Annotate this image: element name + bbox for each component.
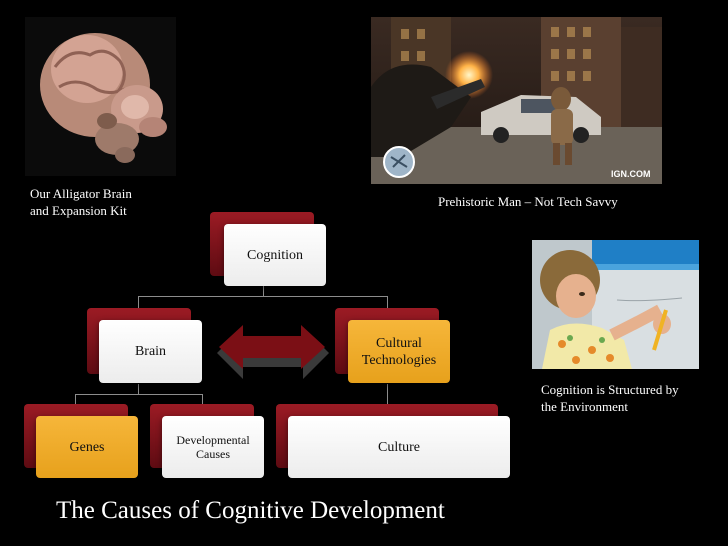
connector-level2-horizontal (75, 394, 203, 395)
genes-box: Genes (36, 416, 138, 478)
cognition-box: Cognition (224, 224, 326, 286)
connector-cognition-down (263, 278, 264, 296)
child-caption-line-1: Cognition is Structured by (541, 382, 679, 397)
connector-to-brain (138, 296, 139, 308)
culture-label: Culture (378, 439, 420, 455)
child-drawing-illustration (532, 240, 699, 369)
brain-label: Brain (134, 344, 167, 359)
connector-brain-down (138, 384, 139, 394)
developmental-label-line-1: Developmental (176, 433, 250, 447)
connector-to-developmental (202, 394, 203, 404)
child-photo (532, 240, 699, 369)
developmental-label-line-2: Causes (196, 447, 230, 461)
child-caption-line-2: the Environment (541, 399, 629, 414)
connector-to-culture (387, 384, 388, 404)
connector-to-cultural (387, 296, 388, 308)
game-screenshot: IGN.COM (371, 17, 662, 184)
bidirectional-arrow-icon (217, 325, 329, 379)
brain-caption: Our Alligator Brain and Expansion Kit (30, 185, 132, 219)
connector-to-genes (75, 394, 76, 404)
brain-caption-line-2: and Expansion Kit (30, 203, 127, 218)
cultural-technologies-box: Cultural Technologies (348, 320, 450, 383)
cognition-label: Cognition (246, 247, 303, 263)
slide-title: The Causes of Cognitive Development (56, 497, 445, 524)
cultural-label-line-2: Technologies (361, 352, 437, 368)
game-scene-illustration: IGN.COM (371, 17, 662, 184)
cultural-label-line-1: Cultural (376, 335, 422, 351)
game-caption: Prehistoric Man – Not Tech Savvy (438, 194, 618, 209)
child-caption: Cognition is Structured by the Environme… (541, 381, 679, 415)
genes-label: Genes (69, 439, 105, 455)
brain-box: Brain (99, 320, 202, 383)
connector-level1-horizontal (138, 296, 388, 297)
brain-caption-line-1: Our Alligator Brain (30, 186, 132, 201)
culture-box: Culture (288, 416, 510, 478)
brain-model-illustration (40, 33, 167, 163)
game-watermark: IGN.COM (611, 169, 651, 179)
brain-model-photo (25, 17, 176, 176)
developmental-causes-box: Developmental Causes (162, 416, 264, 478)
